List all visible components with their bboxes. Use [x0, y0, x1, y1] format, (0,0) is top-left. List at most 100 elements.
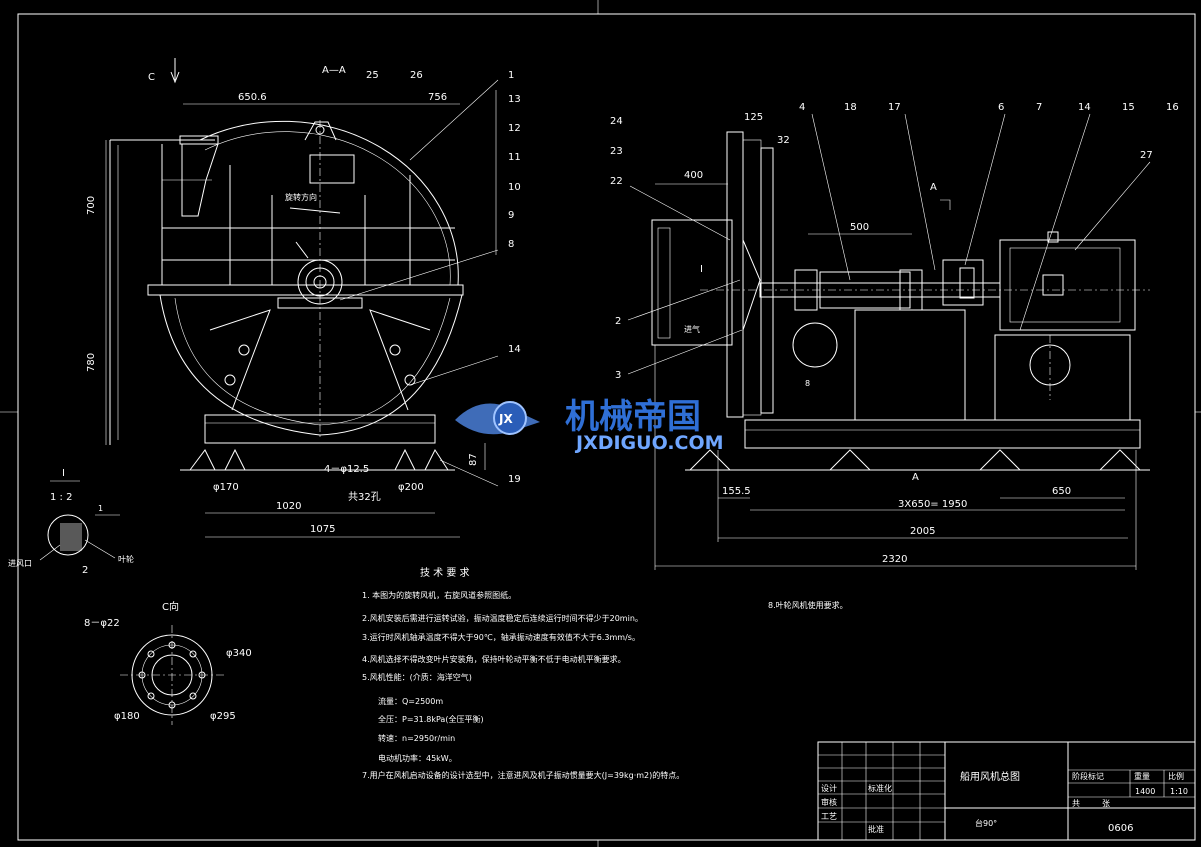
dim-500: 500 [850, 222, 869, 233]
balloon-125: 125 [744, 112, 763, 123]
elevation-view: 进气 A A I 8 [610, 102, 1179, 570]
right-plate-hole-2 [404, 374, 416, 386]
dim-155: 155.5 [722, 486, 751, 497]
balloon-8: 8 [508, 239, 514, 250]
watermark-brand: 机械帝国 [565, 397, 701, 437]
detail-inlet-label: 进风口 [8, 559, 32, 568]
name-plate [309, 154, 355, 184]
dim-1020: 1020 [276, 501, 301, 512]
tech-title: 技 术 要 求 [420, 566, 470, 579]
left-plate-hole-1 [238, 344, 250, 356]
casing-flange-band [147, 284, 464, 296]
base-foot-1 [189, 449, 216, 471]
technical-requirements: 技 术 要 求 1. 本图为的旋转风机，右旋风道参照图纸。 2.风机安装后需进行… [362, 566, 848, 780]
inlet-flange [179, 135, 219, 145]
balloon-22: 22 [610, 176, 623, 187]
base-foot-3 [394, 448, 416, 471]
balloon-14: 14 [508, 344, 521, 355]
flange-d180: φ180 [114, 711, 140, 722]
bearing-block [942, 259, 984, 306]
bolt-hole-4 [147, 692, 155, 700]
drawing-number: 0606 [1108, 823, 1133, 834]
inlet-box [651, 219, 733, 346]
casing-side-wall [726, 131, 744, 418]
section-view-a-a: A—A C 旋转方向 [86, 58, 521, 538]
tech-item-2: 2.风机安装后需进行运转试验，振动温度稳定后连续运行时间不得少于20min。 [362, 613, 643, 623]
right-support-plate [369, 309, 431, 411]
balloon-17: 17 [888, 102, 901, 113]
tech-item-3: 3.运行时风机轴承温度不得大于90℃，轴承振动速度有效值不大于6.3mm/s。 [362, 632, 640, 642]
leader-14-right [1019, 113, 1091, 331]
dim-2005: 2005 [910, 526, 935, 537]
balloon-6: 6 [998, 102, 1004, 113]
flange-d340: φ340 [226, 648, 252, 659]
tech-item-7: 7.用户在风机启动设备的设计选型中，注意进风及机子振动惯量要大(J=39kg·m… [362, 770, 684, 780]
rotation-arrow [289, 207, 341, 214]
detail-inlet-leader [39, 544, 61, 561]
coupling-left [794, 269, 818, 311]
tech-speed: 转速：n=2950r/min [378, 733, 455, 743]
tb-sheets-unit: 张 [1102, 799, 1110, 808]
balloon-32: 32 [777, 135, 790, 146]
hub-inner [313, 275, 327, 289]
detail-label: I [62, 468, 65, 479]
skid-base [744, 419, 1141, 449]
leader-19 [439, 459, 499, 487]
impeller-blade [742, 239, 761, 331]
leader-6 [964, 113, 1006, 266]
balloon-10: 10 [508, 182, 521, 193]
left-plate-hole-2 [224, 374, 236, 386]
lower-casing [159, 294, 463, 436]
flange-d295: φ295 [210, 711, 236, 722]
dim-650: 650.6 [238, 92, 267, 103]
inlet-box-liner [657, 227, 671, 339]
detail-blade-label: 叶轮 [118, 554, 134, 564]
drawing-frame [17, 13, 1196, 841]
balloon-23: 23 [610, 146, 623, 157]
detail-i: I 1 : 2 1 2 进风口 叶轮 [8, 468, 134, 576]
watermark: JX 机械帝国 JXDIGUO.COM [455, 397, 724, 454]
base-foot-4 [424, 448, 449, 471]
balloon-18: 18 [844, 102, 857, 113]
title-block-frame [817, 741, 1196, 841]
dim-1075: 1075 [310, 524, 335, 535]
dim-3x650: 3X650= 1950 [898, 499, 967, 510]
motor-body [999, 239, 1136, 331]
left-support-plate [209, 309, 271, 411]
balloon-25: 25 [366, 70, 379, 81]
dim-700: 700 [86, 196, 97, 215]
lower-casing-inner [174, 297, 451, 426]
bolt-hole-8 [189, 650, 197, 658]
dim-8: 8 [805, 379, 810, 388]
title-block: 设计 标准化 审核 工艺 批准 船用风机总图 台90° 阶段标记 重量 比例 1… [817, 741, 1196, 841]
tb-scale-label: 比例 [1168, 771, 1184, 781]
motor-inner [1009, 247, 1121, 323]
watermark-logo-text: JX [498, 412, 513, 426]
volute-outer [199, 120, 459, 286]
detail-dim-2: 2 [82, 565, 88, 576]
balloon-9: 9 [508, 210, 514, 221]
tech-flow: 流量：Q=2500m [378, 696, 443, 706]
motor-lifting-eye [1047, 231, 1059, 243]
right-plate-hole-1 [389, 344, 401, 356]
dim-756: 756 [428, 92, 447, 103]
watermark-url: JXDIGUO.COM [574, 432, 724, 454]
dim-total-holes: 共32孔 [348, 491, 381, 503]
tech-power: 电动机功率：45kW。 [378, 753, 457, 763]
tb-row-label-review: 审核 [821, 797, 837, 807]
leader-27 [1074, 161, 1151, 251]
dim-400: 400 [684, 170, 703, 181]
rotation-label: 旋转方向 [285, 192, 317, 202]
section-label: A—A [322, 65, 346, 76]
tb-row-label-std: 标准化 [868, 783, 892, 793]
tb-row-label-design: 设计 [821, 783, 837, 793]
indicator-arrow [295, 241, 309, 259]
balloon-4: 4 [799, 102, 805, 113]
balloon-3: 3 [615, 370, 621, 381]
dim-650-right: 650 [1052, 486, 1071, 497]
dim-780: 780 [86, 353, 97, 372]
tech-pressure: 全压：P=31.8kPa(全压平衡) [378, 714, 484, 724]
tb-row-label-approve: 批准 [868, 824, 884, 834]
balloon-1: 1 [508, 70, 514, 81]
